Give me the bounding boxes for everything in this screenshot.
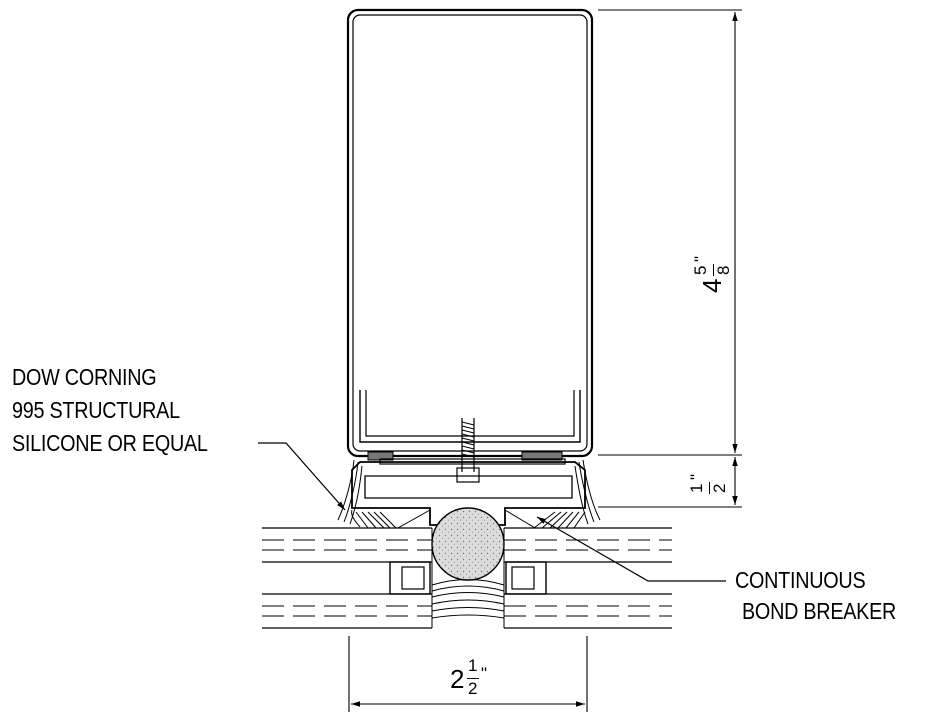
gap-dimension-unit: " — [687, 473, 706, 480]
glazing-adapter — [351, 451, 586, 526]
insulating-spacers — [389, 561, 547, 595]
backer-rod — [431, 507, 505, 581]
sealant-label-line2: 995 STRUCTURAL — [12, 397, 180, 423]
dimension-lines — [348, 9, 742, 712]
width-dimension-denominator: 2 — [468, 679, 478, 698]
sealant-label-line1: DOW CORNING — [12, 364, 157, 390]
width-dimension-numerator: 1 — [468, 656, 478, 675]
width-dimension-label: 2 1 2 " — [448, 650, 508, 698]
height-dimension-unit: " — [691, 255, 710, 262]
width-dimension-whole: 2 — [450, 664, 465, 694]
structural-silicone — [337, 459, 601, 529]
height-dimension-label: 4 5 8 " — [691, 197, 737, 307]
bond-breaker-label-line2: BOND BREAKER — [742, 598, 897, 624]
width-dimension-unit: " — [481, 664, 488, 683]
height-dimension-numerator: 5 — [691, 265, 710, 275]
fastener-bolt — [456, 418, 480, 483]
height-dimension-whole: 4 — [697, 278, 727, 293]
gap-dimension-label: 1 2 " — [687, 447, 733, 517]
gap-dimension-numerator: 1 — [687, 483, 706, 493]
height-dimension-denominator: 8 — [714, 265, 733, 275]
bond-breaker-label-line1: CONTINUOUS — [735, 567, 866, 593]
width-fraction-bar — [467, 678, 479, 679]
gap-dimension-denominator: 2 — [710, 483, 729, 493]
sealant-label-line3: SILICONE OR EQUAL — [12, 430, 208, 456]
mullion-tube — [346, 8, 594, 458]
leader-lines — [258, 442, 726, 582]
